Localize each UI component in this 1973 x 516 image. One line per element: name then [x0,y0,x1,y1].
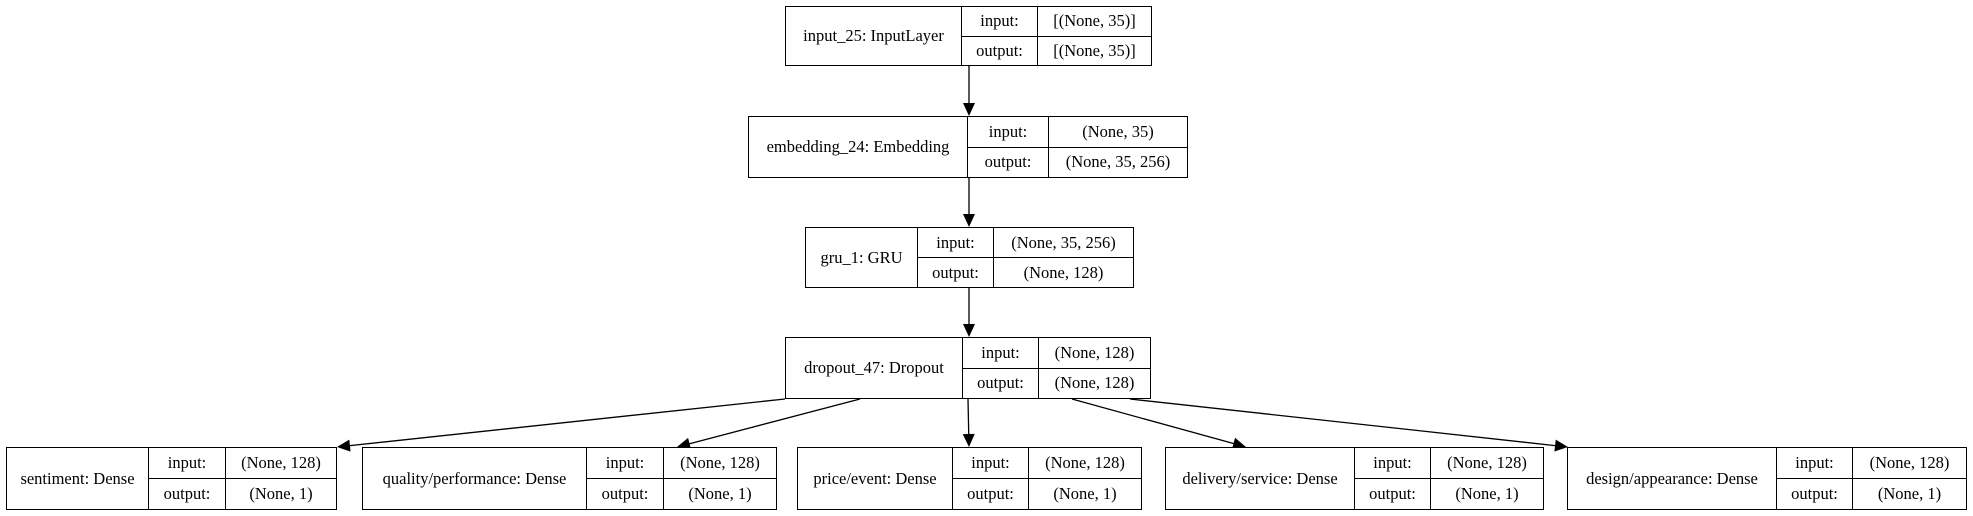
io-shape-table: input: [(None, 35)] output: [(None, 35)] [962,7,1151,65]
input-row: input: (None, 128) [587,448,776,478]
arrowhead-icon [963,103,975,116]
input-row: input: (None, 128) [149,448,336,478]
input-shape: (None, 128) [1869,453,1950,472]
io-shape-table: input: (None, 35, 256) output: (None, 128) [918,228,1133,287]
output-label: output: [587,479,664,509]
layer-name: quality/performance: Dense [363,448,587,509]
input-shape: (None, 35, 256) [1011,232,1116,252]
input-label: input: [968,117,1049,147]
input-shape: (None, 128) [1447,453,1527,472]
output-label: output: [968,147,1049,177]
io-shape-table: input: (None, 128) output: (None, 1) [1777,448,1966,509]
arrowhead-icon [963,324,975,337]
output-row: output: (None, 35, 256) [968,146,1187,177]
arrowhead-icon [963,214,975,227]
output-shape: (None, 1) [1455,484,1519,503]
output-shape: (None, 128) [1023,262,1104,282]
input-shape: (None, 128) [241,453,321,472]
layer-name: input_25: InputLayer [786,7,962,65]
io-shape-table: input: (None, 128) output: (None, 1) [1355,448,1543,509]
io-shape-table: input: (None, 128) output: (None, 1) [587,448,776,509]
layer-name: price/event: Dense [798,448,953,509]
output-shape: (None, 35, 256) [1065,152,1171,172]
output-row: output: (None, 1) [1777,478,1966,509]
input-shape: (None, 128) [1045,453,1125,472]
input-label: input: [918,228,994,257]
output-shape: (None, 128) [1054,373,1135,393]
output-label: output: [953,479,1029,509]
edge-dropout_47-to-price [967,398,970,435]
arrowhead-icon [1554,439,1568,452]
output-row: output: (None, 1) [953,478,1141,509]
output-row: output: [(None, 35)] [962,35,1151,65]
output-shape: [(None, 35)] [1053,40,1136,60]
edge-dropout_47-to-quality [689,398,861,445]
arrowhead-icon [962,433,975,447]
io-shape-table: input: (None, 128) output: (None, 1) [149,448,336,509]
edge-dropout_47-to-delivery [1071,398,1234,445]
output-label: output: [963,368,1039,398]
output-row: output: (None, 1) [1355,478,1543,509]
output-row: output: (None, 128) [963,367,1150,398]
output-shape: (None, 1) [249,484,313,503]
input-shape: (None, 128) [1054,342,1135,362]
output-row: output: (None, 128) [918,257,1133,287]
output-shape: (None, 1) [688,484,752,503]
input-label: input: [1777,448,1853,478]
io-shape-table: input: (None, 35) output: (None, 35, 256) [968,117,1187,177]
output-row: output: (None, 1) [587,478,776,509]
output-label: output: [149,479,226,509]
output-shape: (None, 1) [1053,484,1117,503]
input-shape: [(None, 35)] [1053,11,1136,31]
input-label: input: [1355,448,1431,478]
input-row: input: (None, 35) [968,117,1187,147]
input-row: input: (None, 35, 256) [918,228,1133,257]
layer-name: dropout_47: Dropout [786,338,963,398]
input-label: input: [587,448,664,478]
layer-name: embedding_24: Embedding [749,117,968,177]
input-label: input: [953,448,1029,478]
input-row: input: (None, 128) [1355,448,1543,478]
arrowhead-icon [337,439,351,452]
output-label: output: [1777,479,1853,509]
edge-dropout_47-to-design [1129,398,1556,447]
io-shape-table: input: (None, 128) output: (None, 1) [953,448,1141,509]
layer-name: sentiment: Dense [7,448,149,509]
output-label: output: [1355,479,1431,509]
io-shape-table: input: (None, 128) output: (None, 128) [963,338,1150,398]
input-shape: (None, 128) [680,453,760,472]
arrowhead-icon [677,437,692,450]
input-label: input: [149,448,226,478]
output-label: output: [918,258,994,287]
layer-name: delivery/service: Dense [1166,448,1355,509]
input-shape: (None, 35) [1082,121,1154,141]
layer-name: design/appearance: Dense [1568,448,1777,509]
output-label: output: [962,36,1038,65]
input-row: input: [(None, 35)] [962,7,1151,36]
output-row: output: (None, 1) [149,478,336,509]
arrowhead-icon [1231,437,1246,450]
layer-name: gru_1: GRU [806,228,918,287]
output-shape: (None, 1) [1877,484,1942,503]
input-row: input: (None, 128) [953,448,1141,478]
edge-dropout_47-to-sentiment [349,398,786,447]
input-label: input: [962,7,1038,36]
input-label: input: [963,338,1039,368]
input-row: input: (None, 128) [963,338,1150,368]
input-row: input: (None, 128) [1777,448,1966,478]
